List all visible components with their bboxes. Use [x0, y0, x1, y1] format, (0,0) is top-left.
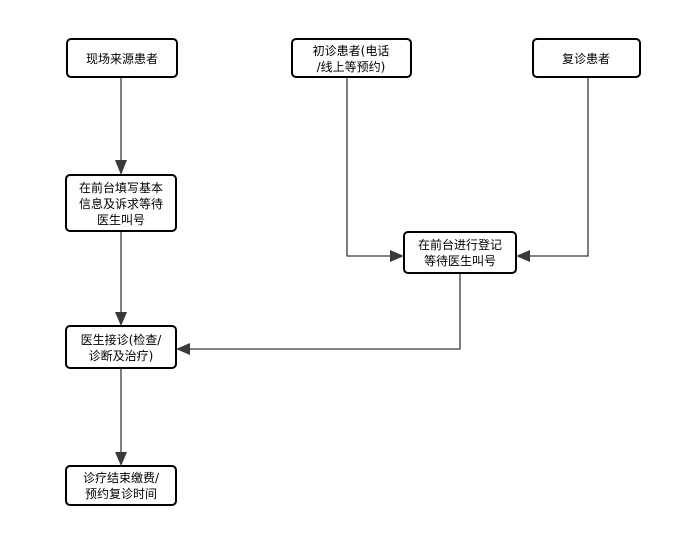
node-label: 诊断及治疗)	[89, 348, 154, 363]
edge-front-desk-register-to-doctor-consult	[176, 273, 461, 355]
node-label: 医生接诊(检查/	[81, 332, 163, 347]
node-label: 医生叫号	[97, 213, 145, 227]
edge-return-visit-to-front-desk-register	[516, 77, 589, 262]
edge-first-visit-to-front-desk-register	[346, 77, 404, 262]
node-label: 初诊患者(电话	[313, 44, 390, 58]
edge-front-desk-fill-to-doctor-consult	[115, 231, 127, 326]
node-label: 现场来源患者	[86, 52, 158, 66]
edge-walk-in-to-front-desk-fill	[115, 77, 127, 175]
flow-node-finish-pay: 诊疗结束缴费/ 预约复诊时间	[65, 465, 177, 506]
flow-node-first-visit: 初诊患者(电话 /线上等预约)	[291, 38, 412, 78]
node-label: 预约复诊时间	[85, 486, 157, 501]
node-label: 在前台进行登记	[418, 237, 502, 252]
node-label: /线上等预约)	[317, 59, 386, 74]
edge-doctor-consult-to-finish-pay	[115, 368, 127, 466]
flow-node-front-desk-fill: 在前台填写基本 信息及诉求等待 医生叫号	[65, 174, 177, 232]
edges	[115, 77, 589, 466]
node-label: 在前台填写基本	[79, 180, 163, 195]
flow-node-return-visit: 复诊患者	[532, 38, 641, 78]
node-label: 复诊患者	[562, 52, 610, 66]
flow-node-doctor-consult: 医生接诊(检查/ 诊断及治疗)	[65, 325, 177, 369]
node-label: 信息及诉求等待	[79, 196, 163, 211]
flow-node-front-desk-register: 在前台进行登记 等待医生叫号	[403, 231, 517, 274]
flow-node-walk-in: 现场来源患者	[66, 38, 178, 78]
node-label: 诊疗结束缴费/	[83, 470, 160, 485]
node-label: 等待医生叫号	[424, 254, 496, 268]
